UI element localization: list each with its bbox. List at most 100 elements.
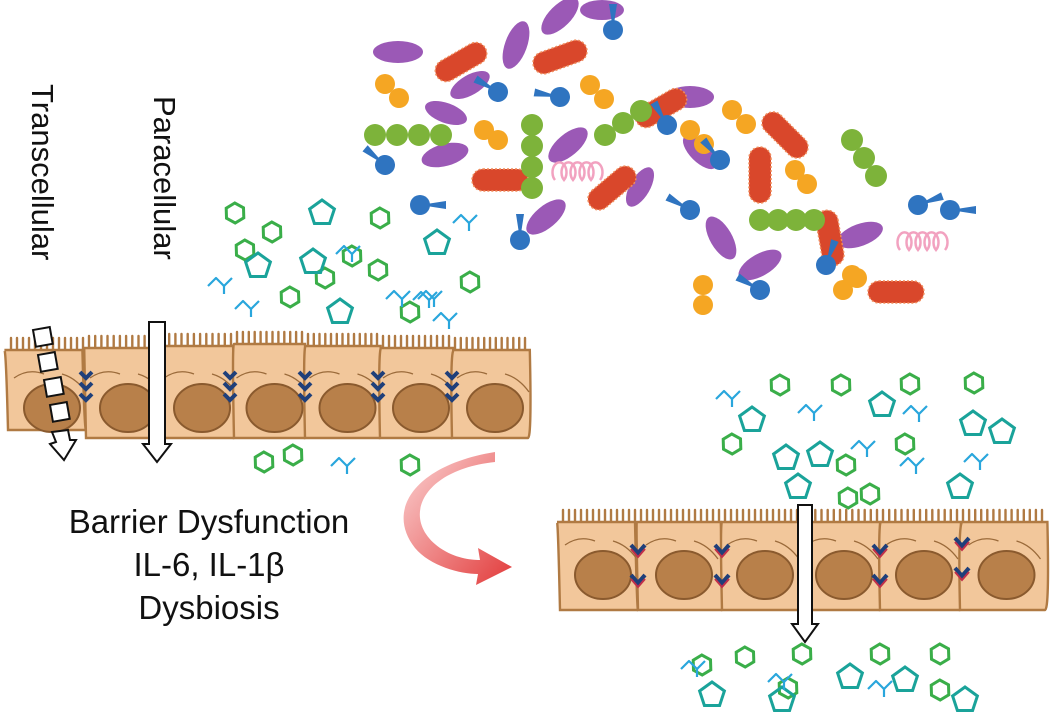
epithelial-cell	[378, 334, 456, 440]
paracellular-arrow-icon	[140, 321, 174, 464]
transport-arrows	[31, 321, 820, 644]
epithelial-cell	[719, 508, 803, 612]
branched-molecule-icon	[902, 404, 928, 416]
flagellated-bacterium-icon	[410, 195, 446, 215]
leaky-junction	[871, 573, 889, 587]
hexagon-molecule-icon	[341, 244, 363, 268]
tight-junction	[444, 370, 460, 381]
spirochete-icon	[896, 231, 949, 252]
branched-molecule-icon	[207, 276, 233, 288]
caption-dysbiosis: Dysbiosis	[138, 589, 280, 626]
tight-junction	[222, 381, 238, 392]
leaky-junction	[713, 573, 731, 587]
hexagon-molecule-icon	[894, 432, 916, 456]
pentagon-molecule-icon	[737, 405, 767, 432]
tight-junction	[78, 370, 94, 381]
epithelial-cell	[231, 330, 310, 440]
tight-junction	[222, 392, 238, 403]
hexagon-molecule-icon	[721, 432, 743, 456]
rod-bacterium-icon	[434, 41, 488, 83]
microvilli	[381, 334, 451, 352]
hexagon-molecule-icon	[899, 372, 921, 396]
flagellated-bacterium-icon	[735, 273, 771, 300]
tight-junction	[297, 370, 313, 381]
bacterium-icon	[705, 216, 737, 260]
microvilli	[639, 508, 721, 526]
chain-bacterium-icon	[785, 160, 817, 194]
microvilli	[561, 508, 637, 526]
hexagon-molecule-icon	[769, 373, 791, 397]
flagellated-bacterium-icon	[665, 193, 700, 220]
hexagon-molecule-icon	[830, 373, 852, 397]
branched-molecule-icon	[767, 672, 793, 684]
nucleus	[977, 550, 1036, 600]
epithelial-cell	[157, 332, 237, 440]
branched-molecule-icon	[385, 289, 411, 301]
chain-bacterium-icon	[594, 100, 652, 146]
branched-molecule-icon	[680, 659, 706, 671]
nucleus	[895, 550, 953, 600]
epithelial-cell	[302, 332, 383, 440]
curved-arrow-icon	[403, 452, 512, 585]
pentagon-molecule-icon	[783, 472, 813, 499]
transcellular-vesicle	[42, 375, 65, 398]
branched-molecule-icon	[899, 456, 925, 468]
branched-molecule-icon	[432, 311, 458, 323]
hexagon-molecule-icon	[837, 486, 859, 510]
pentagon-molecule-icon	[867, 390, 897, 417]
pentagon-molecule-icon	[945, 472, 975, 499]
flagellated-bacterium-icon	[940, 200, 976, 220]
nucleus	[815, 550, 873, 600]
chain-bacterium-icon	[375, 74, 409, 108]
bacteria-cluster	[362, 0, 976, 315]
transcellular-vesicle	[31, 325, 54, 348]
leaky-junction	[629, 573, 647, 587]
microvilli	[961, 508, 1044, 526]
flagellated-bacterium-icon	[510, 214, 530, 250]
bacterium-icon	[541, 0, 579, 35]
branched-molecule-icon	[412, 290, 438, 302]
rod-bacterium-icon	[748, 146, 772, 204]
flagellated-bacterium-icon	[362, 145, 396, 175]
hexagon-molecule-icon	[279, 285, 301, 309]
epithelial-cell	[82, 334, 163, 440]
bacterium-icon	[373, 41, 423, 63]
pentagon-molecule-icon	[805, 440, 835, 467]
epithelial-cell	[555, 508, 640, 612]
tight-junction	[222, 370, 238, 381]
nucleus	[318, 383, 377, 433]
branched-molecule-icon	[963, 452, 989, 464]
chain-bacterium-icon	[842, 265, 862, 285]
hexagon-molecule-icon	[929, 678, 951, 702]
hexagon-molecule-icon	[282, 443, 304, 467]
bacterium-icon	[425, 100, 467, 126]
tight-junction	[297, 392, 313, 403]
flagellated-bacterium-icon	[603, 4, 623, 40]
leaky-epithelium	[555, 508, 1050, 612]
chain-bacterium-icon	[364, 124, 452, 146]
transcellular-arrow-icon	[48, 428, 78, 462]
hexagon-molecule-icon	[859, 482, 881, 506]
hexagon-molecule-icon	[691, 653, 713, 677]
hexagon-molecule-icon	[261, 220, 283, 244]
pentagon-molecule-icon	[325, 297, 355, 324]
nucleus	[736, 550, 794, 600]
hexagon-molecule-icon	[253, 450, 275, 474]
nucleus	[173, 383, 231, 433]
bacterium-icon	[626, 167, 654, 207]
flagellated-bacterium-icon	[816, 239, 839, 275]
nucleus	[574, 550, 632, 600]
chain-bacterium-icon	[474, 120, 508, 150]
pentagon-molecule-icon	[697, 680, 727, 707]
paracellular-label: Paracellular	[147, 96, 182, 260]
hexagon-molecule-icon	[367, 258, 389, 282]
bacterium-icon	[837, 221, 883, 249]
condition-caption: Barrier Dysfunction IL-6, IL-1β Dysbiosi…	[14, 500, 404, 629]
pentagon-molecule-icon	[771, 443, 801, 470]
rod-bacterium-icon	[761, 111, 809, 159]
chain-bacterium-icon	[749, 209, 825, 231]
hexagon-molecule-icon	[734, 645, 756, 669]
epithelial-cell	[958, 508, 1050, 612]
hexagon-molecule-icon	[399, 300, 421, 324]
